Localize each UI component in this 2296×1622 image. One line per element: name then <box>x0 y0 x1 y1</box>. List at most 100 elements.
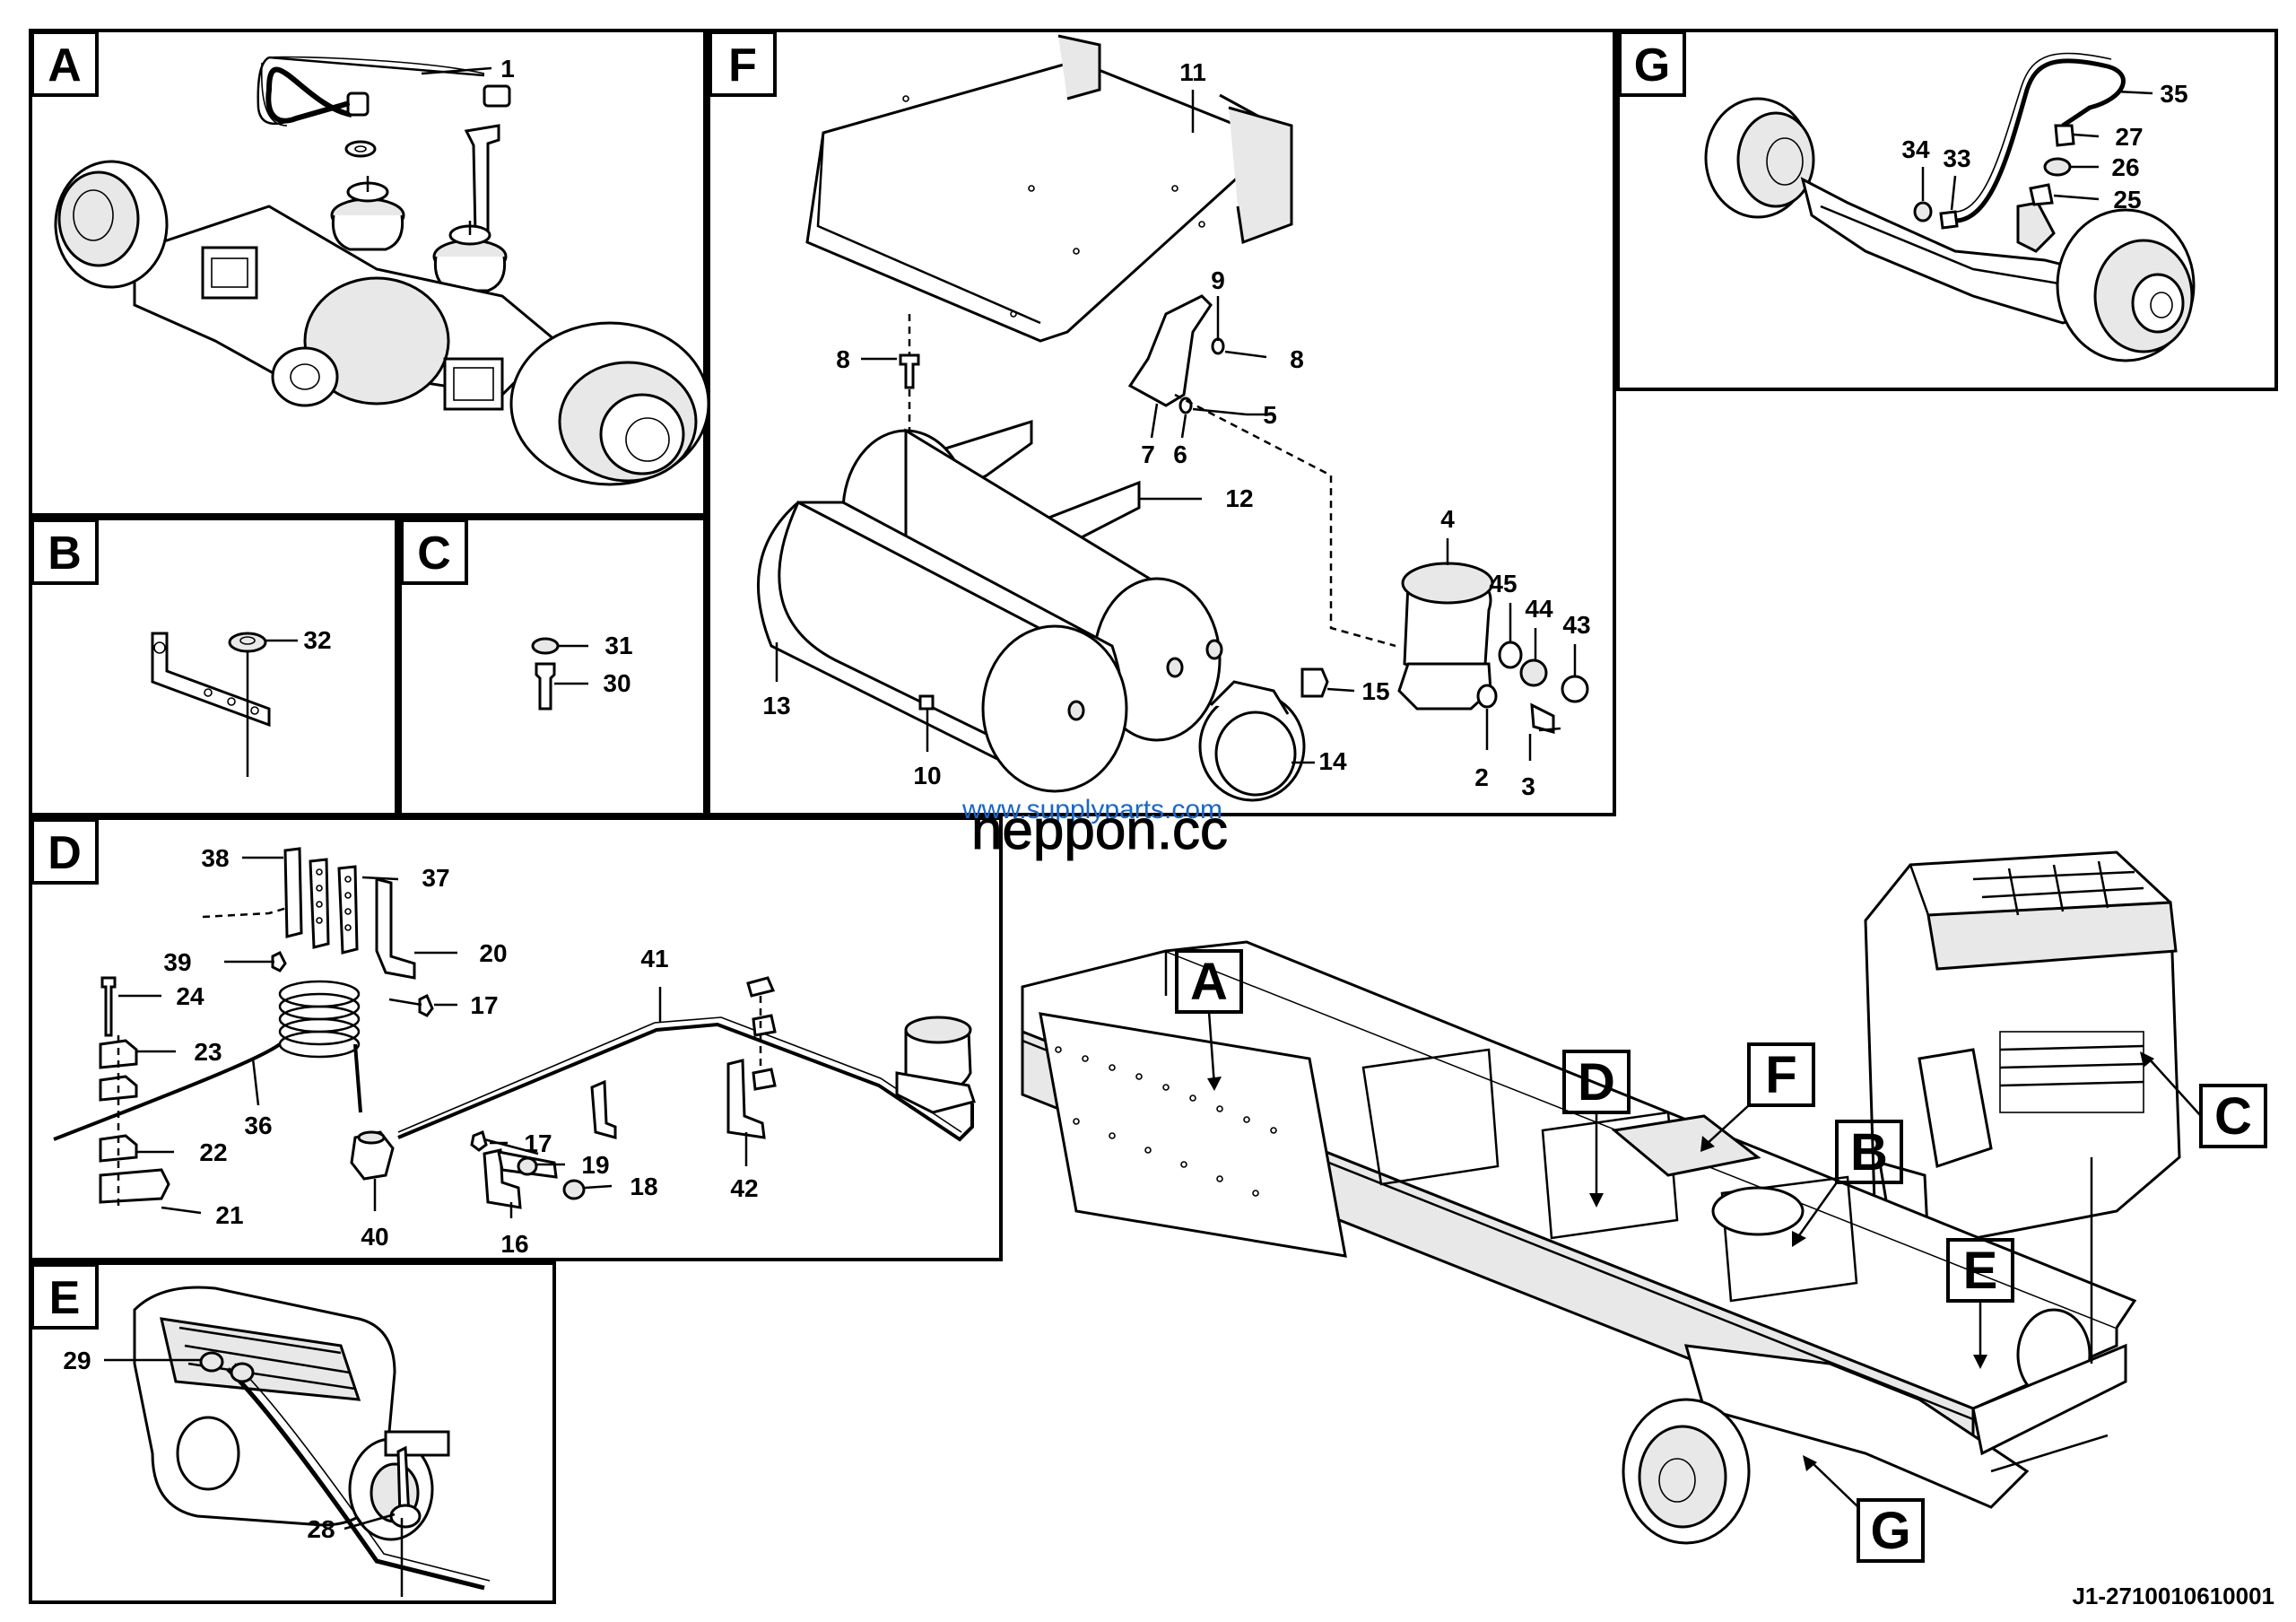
callout-b-box <box>1835 1120 1903 1184</box>
part-number-label: 1 <box>500 55 515 83</box>
part-number-label: 40 <box>361 1223 388 1251</box>
part-number-label: 30 <box>603 669 631 697</box>
panel-g-callouts: 35 27 34 33 26 25 <box>1901 80 2187 214</box>
panel-f-callouts: 11 9 8 8 5 7 6 12 4 45 44 43 13 15 14 10… <box>762 58 1590 800</box>
panel-c-drawing: 31 30 <box>531 632 633 711</box>
part-number-label: 34 <box>1901 135 1930 163</box>
part-number-label: 9 <box>1211 266 1225 294</box>
part-number-label: 13 <box>762 692 790 719</box>
callout-b-letter: B <box>1850 1123 1888 1182</box>
part-number-label: 23 <box>194 1038 222 1066</box>
panel-b-letter-box <box>30 519 99 585</box>
part-number-label: 36 <box>244 1112 272 1139</box>
callout-a-letter: A <box>1190 953 1228 1011</box>
part-number-label: 32 <box>303 626 331 654</box>
part-number-label: 12 <box>1225 484 1253 512</box>
part-number-label: 18 <box>630 1173 657 1200</box>
part-number-label: 6 <box>1173 440 1187 468</box>
panel-e-callouts: 29 28 <box>63 1347 396 1543</box>
part-number-label: 5 <box>1263 401 1277 429</box>
part-number-label: 39 <box>163 948 191 976</box>
part-number-label: 8 <box>1290 345 1304 373</box>
panel-a-callouts: 1 <box>421 55 515 83</box>
panel-c-frame <box>398 517 707 816</box>
part-number-label: 11 <box>1179 58 1206 86</box>
drawing-id: J1-2710010610001 <box>2072 1583 2274 1609</box>
panel-e-letter: E <box>49 1272 81 1324</box>
panel-a-letter: A <box>48 39 82 92</box>
part-number-label: 35 <box>2160 80 2187 108</box>
part-number-label: 2 <box>1474 763 1489 791</box>
callout-f-box <box>1747 1042 1815 1107</box>
panel-g-letter-box <box>1618 31 1686 97</box>
part-number-label: 10 <box>913 762 941 789</box>
panel-a-frame <box>29 29 707 517</box>
panel-e-drawing <box>133 1286 491 1597</box>
panel-a-drawing <box>54 56 710 486</box>
part-number-label: 41 <box>640 945 668 972</box>
part-number-label: 4 <box>1440 505 1455 533</box>
part-number-label: 27 <box>2115 123 2143 151</box>
part-number-label: 25 <box>2113 186 2141 214</box>
part-number-label: 7 <box>1141 440 1155 468</box>
part-number-label: 28 <box>307 1515 335 1543</box>
part-number-label: 45 <box>1489 570 1517 597</box>
panel-d-letter-box <box>30 818 99 885</box>
part-number-label: 37 <box>422 864 449 892</box>
part-number-label: 43 <box>1562 611 1590 639</box>
panel-d-drawing <box>53 847 976 1209</box>
air-hose <box>265 66 360 124</box>
watermark-url: www.supplyparts.com <box>961 795 1222 824</box>
part-number-label: 38 <box>201 844 229 872</box>
part-number-label: 26 <box>2111 153 2139 181</box>
panel-f-frame <box>707 29 1616 816</box>
truck-overview-drawing <box>1021 850 2181 1545</box>
panel-g-frame <box>1616 29 2278 391</box>
panel-d-callouts: 38 37 39 20 24 17 41 23 36 22 17 19 18 4… <box>118 844 759 1258</box>
panel-f-drawing <box>756 34 1589 802</box>
part-number-label: 17 <box>470 991 498 1019</box>
part-number-label: 29 <box>63 1347 91 1374</box>
callout-d-letter: D <box>1578 1053 1615 1112</box>
part-number-label: 14 <box>1318 747 1347 775</box>
part-number-label: 20 <box>479 939 507 967</box>
part-number-label: 15 <box>1361 677 1389 705</box>
watermark-brand: neppon.cc <box>971 799 1228 861</box>
part-number-label: 17 <box>524 1129 552 1157</box>
part-number-label: 22 <box>199 1138 227 1166</box>
panel-g-letter: G <box>1634 39 1670 92</box>
callout-g-box <box>1857 1498 1925 1563</box>
panel-b-letter: B <box>48 528 82 580</box>
panel-d-frame <box>29 816 1003 1261</box>
part-number-label: 33 <box>1943 144 1970 172</box>
panel-letter-boxes: A B C D E F G <box>30 31 1686 1330</box>
panel-f-letter-box <box>709 31 777 97</box>
overview-callouts: A D F B C E G <box>1175 949 2267 1563</box>
panel-d-letter: D <box>48 827 82 879</box>
panel-c-letter-box <box>400 519 468 585</box>
part-number-label: 3 <box>1521 772 1535 800</box>
part-number-label: 16 <box>500 1230 528 1258</box>
part-number-label: 42 <box>730 1174 758 1202</box>
part-number-label: 21 <box>215 1201 243 1229</box>
callout-g-letter: G <box>1870 1502 1910 1560</box>
panel-e-frame <box>29 1261 556 1604</box>
part-number-label: 8 <box>836 345 850 373</box>
panel-a-letter-box <box>30 31 99 97</box>
part-number-label: 19 <box>581 1151 609 1179</box>
panel-c-letter: C <box>417 528 451 580</box>
panel-b-drawing: 32 <box>151 626 332 777</box>
panel-e-letter-box <box>30 1263 99 1330</box>
part-number-label: 44 <box>1525 595 1553 623</box>
callout-e-letter: E <box>1963 1242 1998 1300</box>
watermark: www.supplyparts.com neppon.cc <box>961 795 1229 862</box>
panel-f-letter: F <box>728 39 757 92</box>
part-number-label: 24 <box>176 982 204 1010</box>
callout-f-letter: F <box>1765 1046 1796 1104</box>
callout-c-letter: C <box>2214 1087 2252 1146</box>
part-number-label: 31 <box>604 632 632 659</box>
panel-frames <box>29 29 2278 1604</box>
panel-b-frame <box>29 517 398 816</box>
panel-g-drawing <box>1704 52 2196 362</box>
